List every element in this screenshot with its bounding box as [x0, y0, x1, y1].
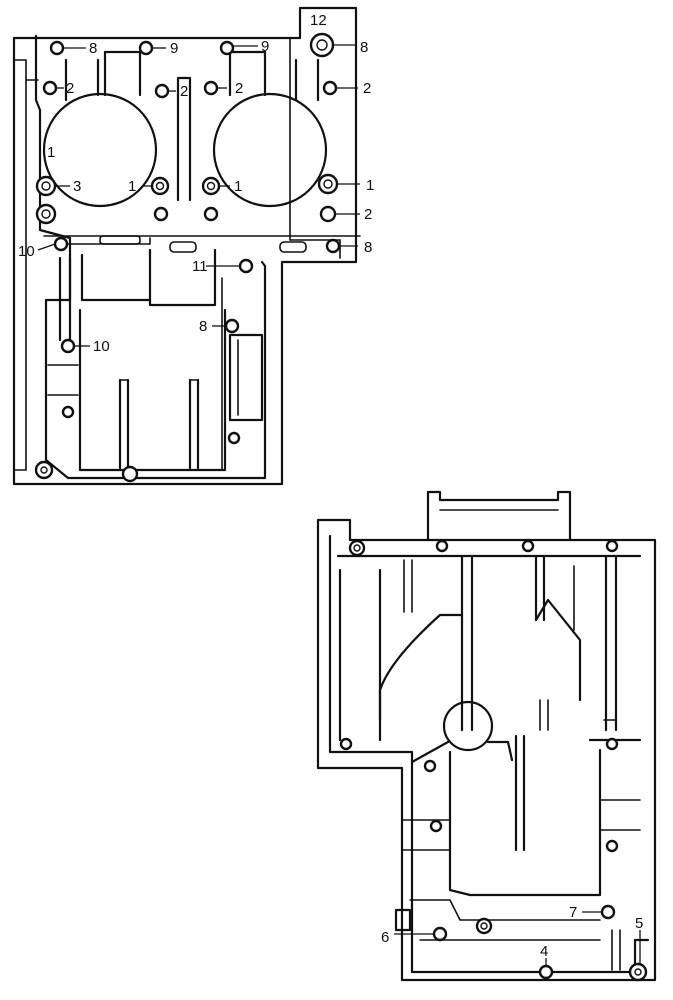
callout-9: 9 — [261, 38, 269, 55]
callout-8: 8 — [364, 239, 372, 256]
callout-6: 6 — [381, 929, 389, 946]
callout-5: 5 — [635, 915, 643, 932]
callout-1: 1 — [47, 144, 55, 161]
callout-9: 9 — [170, 40, 178, 57]
callout-2: 2 — [364, 206, 372, 223]
callout-1: 1 — [128, 178, 136, 195]
callout-10: 10 — [18, 243, 35, 260]
callout-7: 7 — [569, 904, 577, 921]
callout-1: 1 — [366, 177, 374, 194]
callout-2: 2 — [235, 80, 243, 97]
callout-8: 8 — [89, 40, 97, 57]
callout-2: 2 — [66, 80, 74, 97]
callout-1: 1 — [234, 178, 242, 195]
callout-2: 2 — [180, 83, 188, 100]
upper-crankcase — [12, 6, 361, 486]
callout-8: 8 — [199, 318, 207, 335]
lower-leader-lines — [394, 911, 641, 966]
upper-leader-lines — [37, 44, 360, 347]
callout-11: 11 — [192, 258, 208, 275]
callout-labels: 8 9 9 12 8 2 2 2 2 1 3 1 1 1 2 10 8 11 8… — [18, 12, 643, 960]
callout-4: 4 — [540, 943, 548, 960]
callout-2: 2 — [363, 80, 371, 97]
callout-3: 3 — [73, 178, 81, 195]
callout-8: 8 — [360, 39, 368, 56]
callout-12: 12 — [310, 12, 327, 29]
callout-10: 10 — [93, 338, 110, 355]
lower-crankcase — [316, 490, 657, 982]
